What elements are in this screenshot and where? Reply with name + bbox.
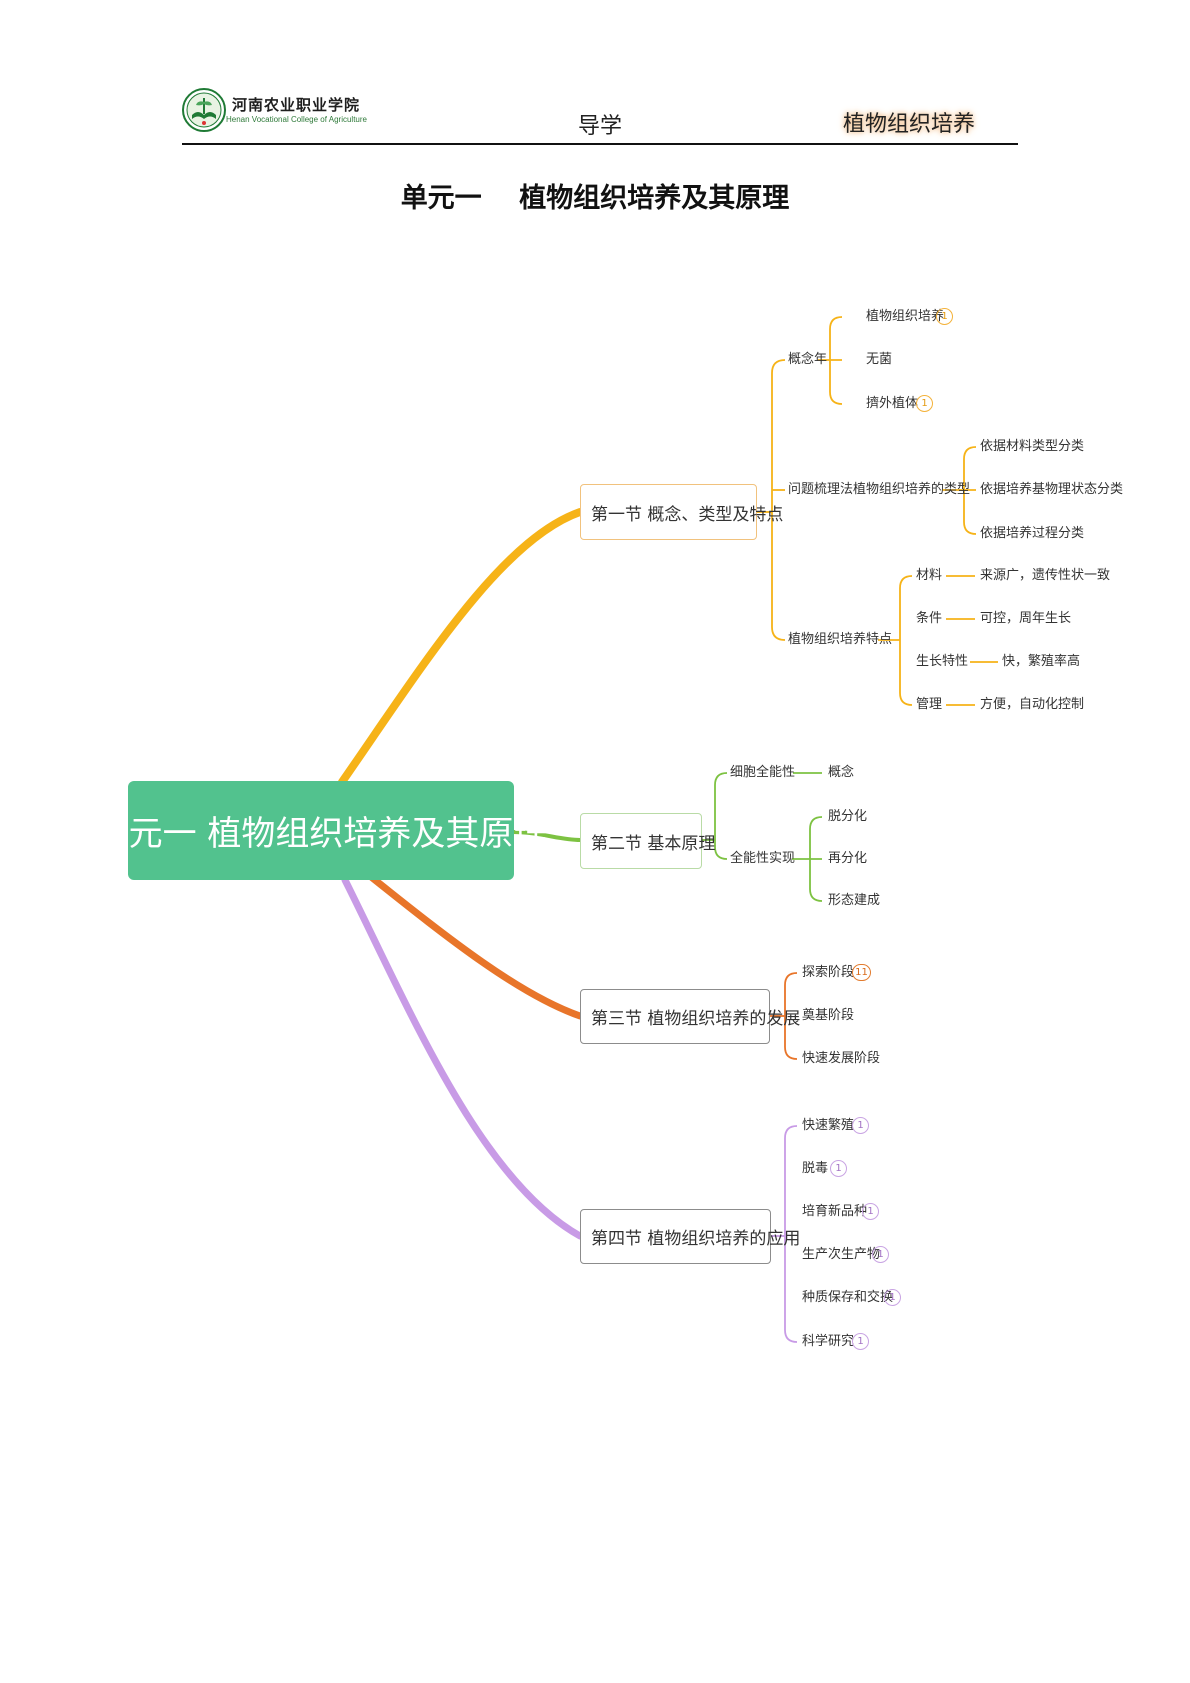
header-center-label: 导学 (578, 114, 623, 139)
node-feature-condition-detail: 可控，周年生长 (980, 611, 1072, 626)
node-germplasm-conservation: 种质保存和交换 (802, 1290, 894, 1305)
branch-section-3 (366, 872, 584, 1020)
badge-plant-tissue-culture: 1 (936, 308, 953, 325)
node-rapid-development-stage: 快速发展阶段 (802, 1051, 881, 1066)
badge-new-variety-breeding: 1 (862, 1203, 879, 1220)
branch-section-1 (338, 508, 584, 786)
school-logo (182, 88, 226, 132)
section-3-node: 第三节 植物组织培养的发展 (580, 989, 800, 1044)
school-name-en: Henan Vocational College of Agriculture (226, 115, 367, 124)
section-2-node: 第二节 基本原理 (580, 813, 715, 869)
node-redifferentiation: 再分化 (828, 851, 868, 866)
node-totipotency-realization: 全能性实现 (730, 851, 796, 866)
badge-exploration-stage: 11 (852, 964, 871, 981)
mindmap-root: 单元一 植物组织培养及其原理 (95, 781, 547, 880)
badge-germplasm-conservation: 1 (884, 1289, 901, 1306)
node-totipotency-concept: 概念 (828, 765, 855, 780)
node-feature-growth-detail: 快，繁殖率高 (1002, 654, 1081, 669)
node-scientific-research: 科学研究 (802, 1334, 855, 1349)
node-aseptic: 无菌 (866, 352, 893, 367)
node-secondary-metabolites: 生产次生产物 (802, 1247, 881, 1262)
node-plant-tissue-culture: 植物组织培养 (866, 309, 945, 324)
node-feature-management-detail: 方便，自动化控制 (980, 697, 1085, 712)
badge-explant: 1 (916, 395, 933, 412)
header-divider (182, 143, 1018, 145)
node-feature-management: 管理 (916, 697, 943, 712)
node-feature-growth: 生长特性 (916, 654, 969, 669)
page-title: 单元一 植物组织培养及其原理 (400, 183, 790, 214)
node-concept: 概念年 (788, 352, 828, 367)
section-4-node: 第四节 植物组织培养的应用 (580, 1209, 800, 1264)
badge-secondary-metabolites: 1 (872, 1246, 889, 1263)
badge-scientific-research: 1 (852, 1333, 869, 1350)
node-type-by-material: 依据材料类型分类 (980, 439, 1085, 454)
node-rapid-propagation: 快速繁殖 (802, 1118, 855, 1133)
section-1-node: 第一节 概念、类型及特点 (580, 484, 783, 540)
node-exploration-stage: 探索阶段 (802, 965, 855, 980)
school-name-cn: 河南农业职业学院 (232, 96, 361, 114)
badge-rapid-propagation: 1 (852, 1117, 869, 1134)
node-totipotency: 细胞全能性 (730, 765, 796, 780)
node-type-by-medium-state: 依据培养基物理状态分类 (980, 482, 1124, 497)
branch-section-4 (341, 876, 584, 1240)
node-feature-material: 材料 (916, 568, 943, 583)
node-virus-elimination: 脱毒 (802, 1161, 829, 1176)
badge-virus-elimination: 1 (830, 1160, 847, 1177)
header-course-name: 植物组织培养 (843, 112, 976, 137)
node-explant: 擠外植体 (866, 396, 919, 411)
node-new-variety-breeding: 培育新品种 (802, 1204, 868, 1219)
node-culture-types: 问题梳理法植物组织培养的类型 (788, 482, 971, 497)
branch-section-2 (510, 830, 582, 842)
node-foundation-stage: 奠基阶段 (802, 1008, 855, 1023)
node-morphogenesis: 形态建成 (828, 893, 881, 908)
node-feature-condition: 条件 (916, 611, 943, 626)
node-culture-features: 植物组织培养特点 (788, 632, 893, 647)
node-type-by-process: 依据培养过程分类 (980, 526, 1085, 541)
node-dedifferentiation: 脱分化 (828, 809, 868, 824)
node-feature-material-detail: 来源广，遗传性状一致 (980, 568, 1111, 583)
